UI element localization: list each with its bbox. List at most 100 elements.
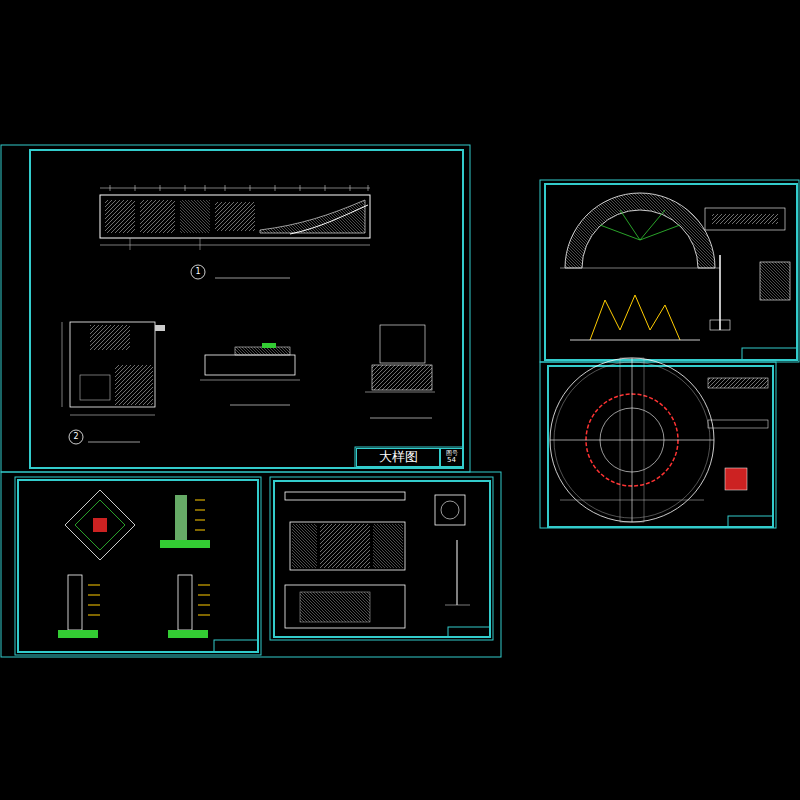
outer-frame <box>540 362 776 528</box>
inner-frame <box>548 366 773 527</box>
outer-ring <box>550 358 714 522</box>
diamond-plan <box>75 500 125 550</box>
callout-number: 2 <box>73 433 78 441</box>
wall-detail <box>285 492 470 628</box>
section-detail <box>200 343 300 405</box>
stone-panel <box>373 524 403 568</box>
sheet-number-label: 图号 <box>446 450 458 457</box>
note-box <box>380 325 425 363</box>
inner-frame <box>30 150 463 468</box>
inner-frame <box>545 184 797 360</box>
plan-element <box>80 375 110 400</box>
arch-band <box>565 193 715 268</box>
title-block-frame <box>448 627 490 637</box>
curve-line <box>290 205 368 234</box>
outer-frame <box>540 180 799 362</box>
round-detail <box>441 501 459 519</box>
diamond-plan <box>65 490 135 560</box>
section-marker <box>155 325 165 331</box>
column-core <box>93 518 107 532</box>
path-strip <box>620 358 644 522</box>
title-underline <box>370 418 432 419</box>
dimension-line <box>200 380 300 381</box>
ground-line <box>365 392 435 393</box>
sheet-number-cell: 图号54 <box>440 448 463 467</box>
stone-panel <box>105 200 135 233</box>
hatched-area <box>90 325 130 350</box>
stone-panel <box>320 524 370 568</box>
square-detail <box>435 495 465 525</box>
section-detail <box>705 208 785 230</box>
outer-frame <box>15 477 261 655</box>
wall-outline <box>100 195 370 238</box>
inner-frame <box>274 481 490 637</box>
title-block-frame <box>728 516 773 527</box>
title-cell: 大样图 <box>356 448 440 467</box>
circular-plaza <box>550 358 768 522</box>
outer-frame <box>1 145 470 472</box>
wall-elevation <box>100 185 370 279</box>
axis-lines <box>550 358 714 522</box>
hatched-area <box>300 592 370 622</box>
sheet-number: 54 <box>447 457 456 465</box>
base-line <box>560 268 720 269</box>
arch-plan <box>560 193 790 340</box>
leader-line <box>200 238 201 250</box>
section-detail <box>365 325 435 418</box>
callout-lines <box>195 500 205 530</box>
section-detail <box>708 420 768 428</box>
post <box>457 540 458 605</box>
leader-line <box>130 238 131 250</box>
column-elevation <box>178 575 192 630</box>
plan-outline <box>70 322 155 407</box>
column-elevation <box>68 575 82 630</box>
stone-panel <box>140 200 175 233</box>
column-section <box>175 495 187 540</box>
column-base <box>710 320 730 330</box>
section-outline <box>205 355 295 375</box>
sheet-frames <box>1 145 799 657</box>
title-underline <box>215 278 290 279</box>
title-block-frame <box>742 348 797 360</box>
section-body <box>372 365 432 390</box>
title-underline <box>88 442 140 443</box>
wall-elevation <box>290 522 405 570</box>
wall-section <box>285 585 405 628</box>
tent-structure <box>590 295 680 340</box>
dimension-ticks <box>110 185 368 191</box>
cable-lines <box>600 210 680 240</box>
column-details <box>58 490 210 638</box>
dimension-line <box>100 188 370 189</box>
footing <box>58 630 98 638</box>
dimension-line <box>560 500 704 501</box>
dimension-line <box>62 322 63 407</box>
dimension-line <box>100 245 370 246</box>
stone-panel <box>292 524 317 568</box>
callout-number: 1 <box>195 268 200 276</box>
hatched-area <box>712 214 778 224</box>
section-detail <box>708 378 768 388</box>
footing <box>168 630 208 638</box>
red-detail <box>725 468 747 490</box>
outer-frame <box>270 477 493 640</box>
footing <box>160 540 210 548</box>
callout-lines <box>88 585 100 615</box>
title-block-frame <box>355 447 463 468</box>
ground-line <box>570 340 700 341</box>
outer-frame <box>1 472 501 657</box>
dimension-line <box>70 415 155 416</box>
footing-detail <box>760 262 790 300</box>
section-cap <box>235 347 290 355</box>
title-underline <box>230 405 290 406</box>
planting <box>262 343 276 348</box>
column <box>719 255 721 330</box>
stone-panel <box>215 202 255 231</box>
callout-lines <box>198 585 210 615</box>
plan-detail <box>62 322 165 444</box>
detail-circle <box>69 430 83 444</box>
ground-line <box>445 605 470 606</box>
